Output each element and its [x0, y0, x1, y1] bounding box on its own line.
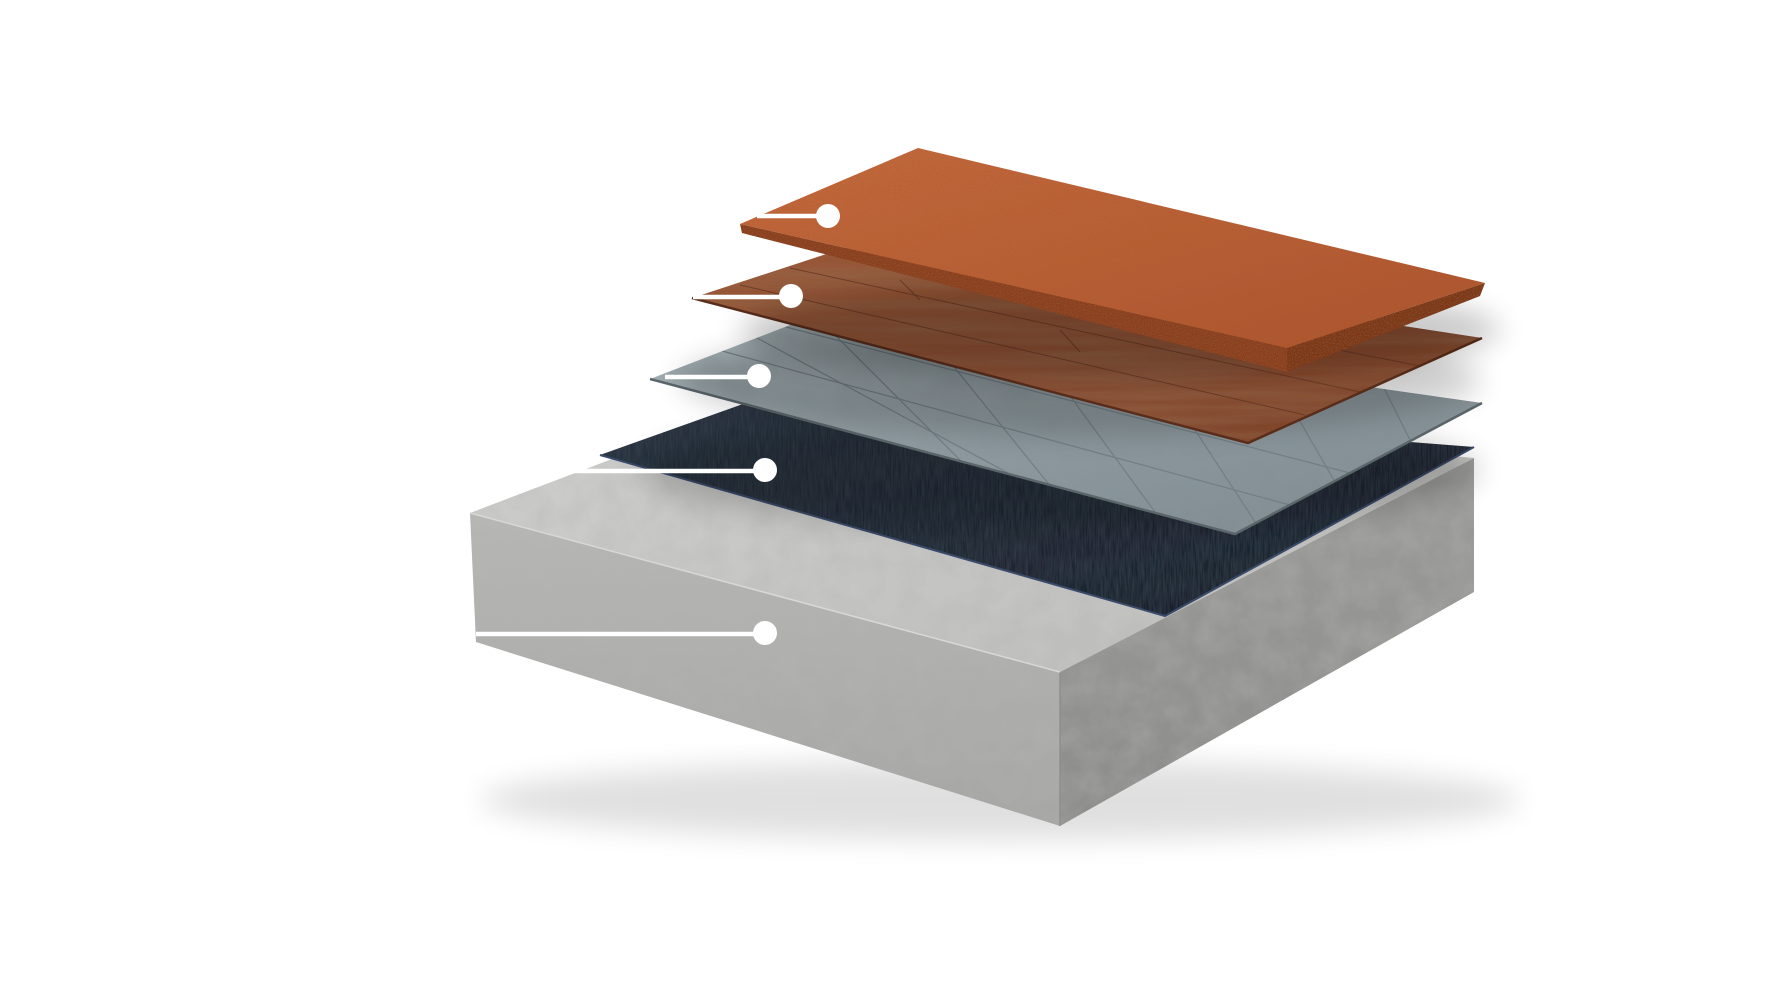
carpet-front-edge — [740, 224, 1287, 372]
carpet-right-edge — [1287, 283, 1485, 372]
callout-concrete[interactable] — [476, 621, 777, 645]
carpet-layer — [740, 148, 1500, 380]
callout-carpet[interactable] — [757, 204, 840, 228]
carpet-sheet — [740, 148, 1485, 348]
callout-membrane[interactable] — [572, 458, 777, 482]
concrete-right-face — [1060, 458, 1474, 826]
concrete-front-face — [470, 513, 1060, 826]
callouts — [476, 204, 840, 645]
callout-tile[interactable] — [665, 364, 771, 388]
callout-wood[interactable] — [693, 284, 803, 308]
